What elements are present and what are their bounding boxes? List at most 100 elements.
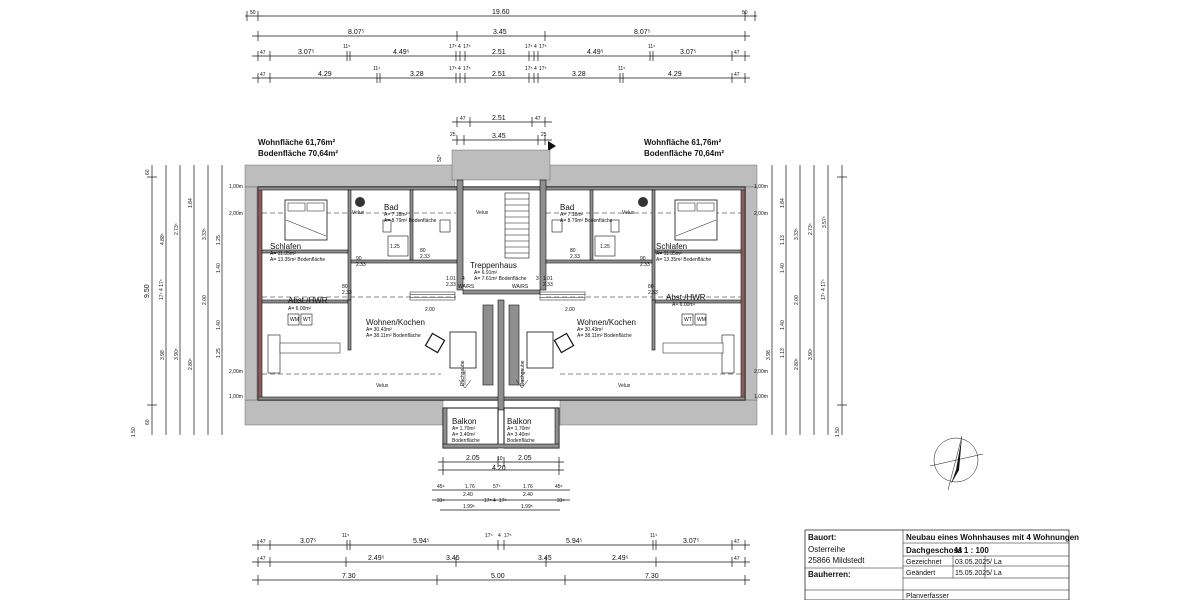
dim-left-o-0: 60 bbox=[145, 169, 151, 175]
wm-right: WM bbox=[697, 317, 706, 323]
tb-geaendert-value: 15.05.2025/ La bbox=[955, 570, 1002, 577]
tb-project: Neubau eines Wohnhauses mit 4 Wohnungen bbox=[906, 533, 1079, 542]
dim-top-3-12: 11⁵ bbox=[648, 44, 655, 50]
schlafen-right-a2: A= 13.35m² Bodenfläche bbox=[656, 257, 711, 263]
section-marker-icon bbox=[548, 141, 556, 151]
dim-bot-1-0: 47 bbox=[260, 539, 266, 545]
dim-left-i-6: 2.00 bbox=[202, 295, 208, 305]
dim-bot-1-2: 11⁵ bbox=[342, 533, 349, 539]
wohnen-left-a1: A= 30.43m² bbox=[366, 327, 392, 333]
toilet-left-icon bbox=[382, 219, 392, 233]
dim-right-i-1: 3.57⁵ bbox=[822, 216, 828, 228]
dim-right-o-0: 1.50 bbox=[835, 427, 841, 437]
dim-top-3-7: 2.51 bbox=[492, 49, 506, 56]
sink-right-icon bbox=[551, 219, 563, 233]
dim-top-3-8: 17⁵ bbox=[525, 44, 533, 50]
dim-top-4-5: 4 bbox=[458, 66, 461, 72]
dim-left-i-3: 3.33⁵ bbox=[202, 228, 208, 240]
dim-balc-4-0: 31⁵ bbox=[437, 498, 445, 504]
dim-right-i-2: 2.73⁵ bbox=[808, 223, 814, 235]
dim-left-i-8: 1.25 bbox=[216, 348, 222, 358]
kitchen-right bbox=[721, 334, 735, 374]
wm-left: WM bbox=[290, 317, 299, 323]
tb-gezeichnet-value: 03.05.2025/ La bbox=[955, 559, 1002, 566]
wohnen-left-name: Wohnen/Kochen bbox=[366, 318, 425, 327]
dim-bot-2-1: 2.49⁵ bbox=[368, 555, 385, 562]
door-200-r: 2.00 bbox=[565, 307, 575, 313]
dim-bot-1-8: 11⁵ bbox=[650, 533, 657, 539]
door-90-l1: 90 bbox=[356, 256, 362, 262]
balkon-right-a1: A= 1.70m² bbox=[507, 426, 531, 432]
dim-top-3-6: 17⁵ bbox=[463, 44, 471, 50]
table-right-icon bbox=[526, 331, 554, 369]
door-233-r1: 2.33 bbox=[640, 262, 650, 268]
dachgaube-right: Dachgaube bbox=[520, 360, 526, 386]
dim-top-2-b: 3.45 bbox=[493, 29, 507, 36]
door-233-l3: 2.33 bbox=[342, 290, 352, 296]
dim-bot-1-7: 5.94⁵ bbox=[566, 538, 583, 545]
flat-right-no: 3 bbox=[536, 276, 539, 282]
dim-top-4-0: 47 bbox=[260, 72, 266, 78]
dim-left-i-9: 3.98 bbox=[160, 350, 166, 360]
stair-treads bbox=[505, 198, 529, 254]
kitchen-left bbox=[267, 334, 281, 374]
door-125-r: 1.25 bbox=[600, 244, 610, 250]
door-233-l1: 2.33 bbox=[356, 262, 366, 268]
balkon-left-a3: Bodenfläche bbox=[452, 438, 480, 444]
dormer-roof bbox=[451, 149, 551, 181]
wohnen-right-a1: A= 30.43m² bbox=[577, 327, 603, 333]
dim-bot-1-1: 3.07⁵ bbox=[300, 538, 317, 545]
velux-3: Velux bbox=[622, 210, 635, 216]
dim-balc-3-2: 57⁵ bbox=[493, 484, 501, 490]
dim-bot-1-9: 3.07⁵ bbox=[683, 538, 700, 545]
wa-rs-right: WA/RS bbox=[512, 284, 529, 290]
dim-balc-3-0: 45⁵ bbox=[437, 484, 445, 490]
dim-top-4-8: 17⁵ bbox=[525, 66, 533, 72]
schlafen-left-name: Schlafen bbox=[270, 242, 301, 251]
right-dimension-chains: 1.50 17⁵ 4 17⁵ 1.84 3.57⁵ 2.73⁵ 3.33⁵ 1.… bbox=[766, 165, 847, 437]
door-101-r: 1.01 bbox=[543, 276, 553, 282]
velux-1: Velux bbox=[352, 210, 365, 216]
wa-rs-left: WA/RS bbox=[458, 284, 475, 290]
dim-balc-5-0: 1.99⁵ bbox=[463, 504, 475, 510]
abst-right-name: Abst./HWR bbox=[666, 293, 706, 302]
door-90-r1: 90 bbox=[640, 256, 646, 262]
dim-top-3-13: 3.07⁵ bbox=[680, 49, 697, 56]
dim-left-i-11: 2.80⁵ bbox=[188, 358, 194, 370]
tb-bauort-street: Osterreihe bbox=[808, 545, 846, 554]
dim-bot-1-5: 4 bbox=[498, 533, 501, 539]
dim-top-3-4: 17⁵ bbox=[449, 44, 457, 50]
dim-stair2-b: 3.45 bbox=[492, 133, 506, 140]
h1m-tl: 1,00m bbox=[229, 184, 243, 190]
door-233-r2: 2.33 bbox=[570, 254, 580, 260]
door-233-r4: 2.33 bbox=[543, 282, 553, 288]
wt-left: WT bbox=[303, 317, 311, 323]
balkon-right-name: Balkon bbox=[507, 417, 531, 426]
dim-bot-2-0: 47 bbox=[260, 556, 266, 562]
tb-bauherren-label: Bauherren: bbox=[808, 570, 851, 579]
dim-left-i-7: 1.40 bbox=[216, 320, 222, 330]
dim-bot-1-6: 17⁵ bbox=[504, 533, 512, 539]
dim-balc-4-1: 2.40 bbox=[463, 492, 473, 498]
dim-bot-3-1: 5.00 bbox=[491, 573, 505, 580]
wall-left-bedroom-bath bbox=[347, 189, 352, 301]
right-bodenflaeche: Bodenfläche 70,64m² bbox=[644, 149, 724, 158]
dim-top-4-10: 17⁵ bbox=[539, 66, 547, 72]
dim-balc-4-5: 2.40 bbox=[523, 492, 533, 498]
dim-right-i-9: 3.98 bbox=[766, 350, 772, 360]
dim-balc-5-1: 1.99⁵ bbox=[521, 504, 533, 510]
dim-right-i-3: 3.33⁵ bbox=[794, 228, 800, 240]
dim-top-4-6: 17⁵ bbox=[463, 66, 471, 72]
dim-bot-2-2: 3.45 bbox=[446, 555, 460, 562]
door-233-l2: 2.33 bbox=[420, 254, 430, 260]
dim-top-4-ticks bbox=[257, 73, 746, 83]
left-dimension-chains: 60 9.50 60 17⁵ 4 17⁵ 1.50 1.84 2.73⁵ 4.8… bbox=[131, 165, 223, 437]
roof-top-right bbox=[544, 164, 758, 188]
dim-right-i-5: 1.40 bbox=[780, 263, 786, 273]
washer-dryer-left: WM WT bbox=[287, 313, 313, 326]
armchair-left-icon bbox=[424, 332, 446, 354]
schlafen-left-a1: A= 11.35m² bbox=[270, 251, 296, 257]
dim-bot-1-3: 5.94⁵ bbox=[413, 538, 430, 545]
treppenhaus-name: Treppenhaus bbox=[470, 261, 517, 270]
